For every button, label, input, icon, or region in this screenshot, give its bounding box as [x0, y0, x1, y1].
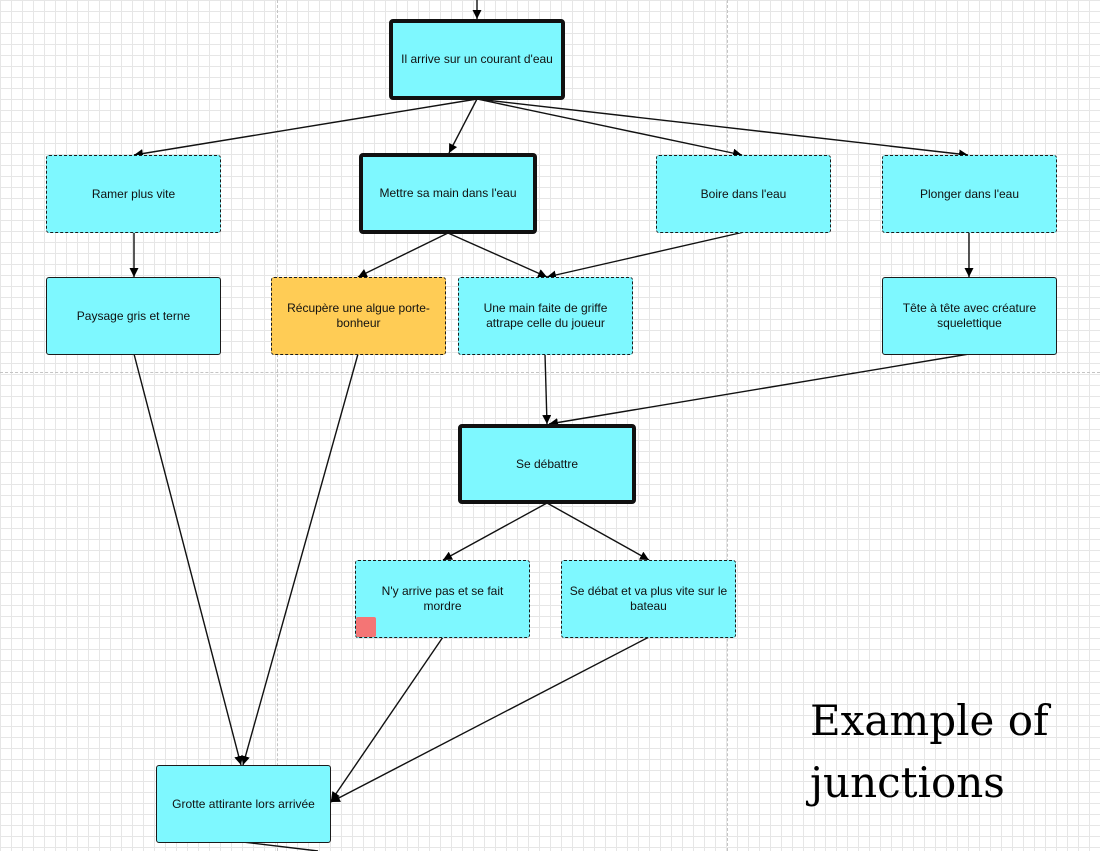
edge-debattre-mordre — [442, 502, 548, 561]
edge-courant-plonger — [476, 98, 969, 159]
node-squelette[interactable]: Tête à tête avec créature squelettique — [882, 277, 1057, 355]
node-courant[interactable]: Il arrive sur un courant d'eau — [389, 19, 565, 100]
caption-line-2: junctions — [810, 758, 1005, 807]
edge-griffe-debattre — [542, 353, 552, 425]
edge-bateau-grotte — [330, 636, 650, 803]
caption-text: Example of junctions — [810, 690, 1090, 814]
edge-mordre-grotte — [330, 636, 444, 802]
node-boire[interactable]: Boire dans l'eau — [656, 155, 831, 233]
node-grotte[interactable]: Grotte attirante lors arrivée — [156, 765, 331, 843]
node-debattre[interactable]: Se débattre — [458, 424, 636, 504]
edge-main-algue — [357, 232, 449, 278]
edge-courant-ramer — [133, 98, 478, 158]
page-break-line — [0, 372, 1100, 373]
edge-courant-main — [448, 98, 478, 154]
edge-debattre-bateau — [546, 502, 650, 561]
node-plonger[interactable]: Plonger dans l'eau — [882, 155, 1057, 233]
edge-outgoing — [242, 841, 319, 851]
node-mordre[interactable]: N'y arrive pas et se fait mordre — [355, 560, 530, 638]
node-main-eau[interactable]: Mettre sa main dans l'eau — [359, 153, 537, 234]
edge-algue-grotte — [241, 353, 359, 766]
node-paysage[interactable]: Paysage gris et terne — [46, 277, 221, 355]
edge-paysage-grotte — [133, 353, 244, 766]
edge-squelette-debattre — [548, 353, 970, 427]
connection-marker-icon[interactable] — [356, 617, 376, 637]
page-break-line — [727, 0, 728, 851]
caption-line-1: Example of — [810, 696, 1049, 745]
node-ramer[interactable]: Ramer plus vite — [46, 155, 221, 233]
node-griffe[interactable]: Une main faite de griffe attrape celle d… — [458, 277, 633, 355]
edge-boire-griffe — [546, 231, 745, 280]
edge-courant-boire — [476, 98, 743, 158]
node-bateau[interactable]: Se débat et va plus vite sur le bateau — [561, 560, 736, 638]
node-algue[interactable]: Récupère une algue porte-bonheur — [271, 277, 446, 355]
edge-main-griffe — [447, 232, 548, 278]
page-break-line — [277, 0, 278, 851]
